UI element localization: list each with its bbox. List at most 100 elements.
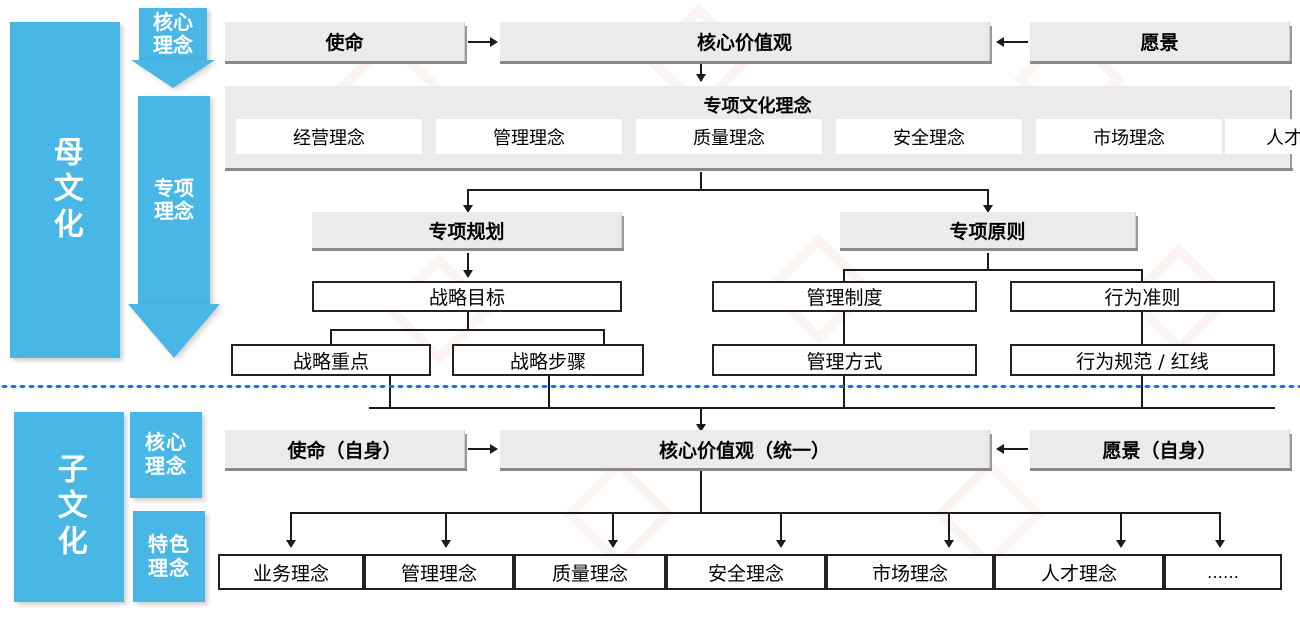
connector-principle-stem: [987, 253, 989, 270]
child-concept-box[interactable]: 业务理念: [218, 554, 364, 590]
parent-mission-box[interactable]: 使命: [225, 22, 467, 64]
arrow-bus-to-child-core: [696, 424, 706, 432]
parent-core-concept-arrow-line2: 理念: [153, 33, 193, 57]
special-culture-item[interactable]: 安全理念: [836, 119, 1022, 154]
connector-panel-stem: [700, 172, 702, 190]
connector-mission-to-core: [468, 41, 493, 43]
parent-core-concept-arrow-line1: 核心: [153, 10, 193, 34]
culture-divider: [0, 384, 1300, 389]
connector-panel-bus: [467, 189, 988, 191]
parent-core-concept-arrow-shaft: 核心 理念: [139, 8, 207, 60]
special-culture-item[interactable]: 人才理念 ……: [1225, 119, 1300, 154]
connector-goal-stem: [467, 312, 469, 330]
child-culture-label: 子文化: [14, 412, 124, 602]
parent-core-concept-arrow-head: [131, 60, 215, 88]
child-feature-concept-tag-line2: 理念: [148, 555, 190, 580]
connector-child-fan-3: [612, 512, 614, 544]
parent-special-concept-arrow: 专项 理念: [128, 96, 220, 358]
child-core-concept-tag-line2: 理念: [145, 454, 187, 478]
strategic-goal-box[interactable]: 战略目标: [312, 281, 622, 312]
connector-child-fan-bus: [290, 512, 1220, 514]
connector-drop-norms: [1141, 376, 1143, 409]
connector-child-fan-6: [1120, 512, 1122, 544]
connector-drop-steps: [548, 376, 550, 409]
strategic-focus-box[interactable]: 战略重点: [231, 344, 431, 376]
child-concept-box[interactable]: ……: [1164, 554, 1282, 590]
parent-special-concept-arrow-head: [128, 304, 220, 358]
connector-crossboundary-bus: [369, 407, 1275, 409]
connector-to-special-principle: [987, 189, 989, 211]
connector-vision-to-core: [1002, 41, 1028, 43]
arrow-vision-to-core: [996, 37, 1004, 47]
arrow-child-fan-6: [1116, 540, 1126, 548]
connector-goal-bus: [330, 329, 605, 331]
parent-culture-label: 母文化: [10, 22, 120, 358]
connector-to-special-plan: [467, 189, 469, 211]
arrow-core-to-specialculture: [696, 74, 706, 82]
connector-child-fan-5: [948, 512, 950, 544]
connector-child-vision-to-core: [1002, 448, 1028, 450]
connector-goal-left: [330, 329, 332, 345]
behavior-guideline-box[interactable]: 行为准则: [1010, 281, 1275, 312]
connector-goal-right: [603, 329, 605, 345]
child-concept-box[interactable]: 安全理念: [666, 554, 826, 590]
connector-principle-left: [843, 269, 845, 283]
arrow-child-fan-1: [286, 540, 296, 548]
connector-child-mission-to-core: [468, 448, 493, 450]
connector-core-to-specialculture: [700, 64, 702, 81]
connector-plan-to-goal: [467, 253, 469, 275]
special-culture-title: 专项文化理念: [703, 96, 812, 117]
connector-child-fan-7: [1219, 512, 1221, 544]
arrow-child-fan-3: [608, 540, 618, 548]
arrow-child-vision-to-core: [996, 444, 1004, 454]
arrow-child-fan-2: [441, 540, 451, 548]
arrow-mission-to-core: [490, 37, 498, 47]
parent-core-values-box[interactable]: 核心价值观: [500, 22, 992, 64]
child-vision-box[interactable]: 愿景（自身）: [1030, 430, 1292, 471]
child-concept-box[interactable]: 市场理念: [826, 554, 994, 590]
connector-guideline-to-norms: [1141, 312, 1143, 344]
arrow-child-mission-to-core: [490, 444, 498, 454]
connector-child-fan-4: [780, 512, 782, 544]
arrow-child-fan-7: [1215, 540, 1225, 548]
connector-drop-focus: [389, 376, 391, 409]
arrow-child-fan-4: [776, 540, 786, 548]
child-concept-box[interactable]: 人才理念: [994, 554, 1164, 590]
child-core-concept-tag-line1: 核心: [145, 430, 187, 455]
connector-drop-mgmtway: [843, 376, 845, 409]
arrow-to-special-plan: [463, 205, 473, 213]
special-culture-item[interactable]: 经营理念: [236, 119, 422, 154]
parent-special-concept-arrow-line1: 专项: [154, 176, 194, 200]
child-feature-concept-tag-line1: 特色: [148, 531, 190, 556]
management-method-box[interactable]: 管理方式: [712, 344, 977, 376]
arrow-plan-to-goal: [463, 270, 473, 278]
behavior-norm-redline-box[interactable]: 行为规范 / 红线: [1010, 344, 1275, 376]
management-system-box[interactable]: 管理制度: [712, 281, 977, 312]
arrow-child-fan-5: [944, 540, 954, 548]
child-concept-box[interactable]: 管理理念: [364, 554, 514, 590]
special-culture-item[interactable]: 质量理念: [636, 119, 822, 154]
child-concept-box[interactable]: 质量理念: [514, 554, 666, 590]
child-mission-box[interactable]: 使命（自身）: [225, 430, 467, 471]
special-principle-box[interactable]: 专项原则: [840, 212, 1138, 251]
parent-special-concept-arrow-shaft: 专项 理念: [138, 96, 210, 304]
parent-special-concept-arrow-line2: 理念: [154, 199, 194, 223]
special-culture-panel: 专项文化理念 经营理念 管理理念 质量理念 安全理念 市场理念 人才理念 ……: [225, 86, 1300, 171]
connector-principle-right: [1141, 269, 1143, 283]
connector-child-fan-2: [445, 512, 447, 544]
strategic-steps-box[interactable]: 战略步骤: [452, 344, 644, 376]
special-culture-item[interactable]: 市场理念: [1036, 119, 1222, 154]
parent-vision-box[interactable]: 愿景: [1030, 22, 1292, 64]
special-plan-box[interactable]: 专项规划: [312, 212, 624, 251]
child-core-values-box[interactable]: 核心价值观（统一）: [500, 430, 992, 471]
arrow-to-special-principle: [983, 205, 993, 213]
parent-core-concept-arrow: 核心 理念: [131, 8, 215, 88]
child-core-concept-tag: 核心 理念: [130, 412, 202, 498]
connector-child-core-stem: [700, 471, 702, 513]
connector-mgmtsys-to-mgmtway: [843, 312, 845, 344]
connector-principle-bus: [843, 269, 1143, 271]
connector-bus-to-child-core: [700, 407, 702, 429]
special-culture-item[interactable]: 管理理念: [436, 119, 622, 154]
connector-child-fan-1: [290, 512, 292, 544]
